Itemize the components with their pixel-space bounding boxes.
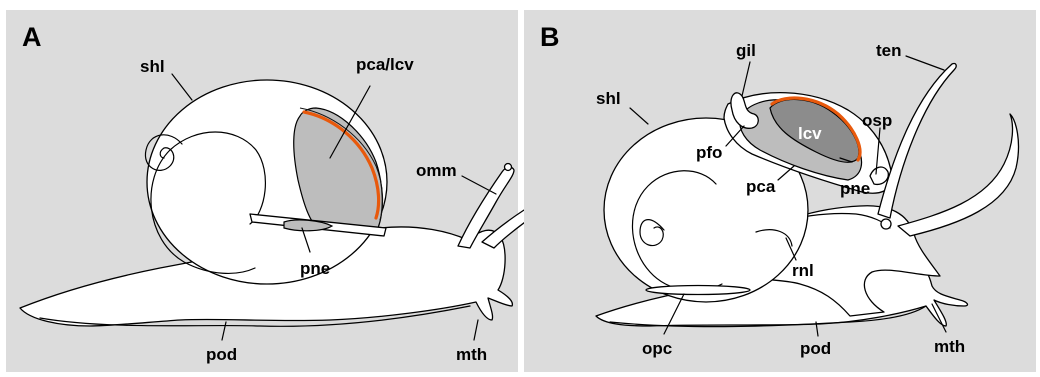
panel-b-label-shl: shl bbox=[596, 89, 621, 108]
panel-b-label-ten: ten bbox=[876, 41, 902, 60]
panel-b-label-mth: mth bbox=[934, 337, 965, 356]
panel-a-letter: A bbox=[22, 22, 42, 52]
panel-b-operculum bbox=[646, 286, 750, 295]
panel-a-eye bbox=[505, 164, 512, 171]
panel-a-label-mth: mth bbox=[456, 345, 487, 364]
panel-a: A shl pca/lcv omm pne pod mth bbox=[6, 10, 546, 372]
panel-b-eye bbox=[881, 219, 891, 229]
panel-b-label-pod: pod bbox=[800, 339, 831, 358]
panel-b-label-rnl: rnl bbox=[792, 261, 814, 280]
panel-b-label-pfo: pfo bbox=[696, 143, 722, 162]
panel-b-label-lcv: lcv bbox=[798, 124, 822, 143]
panel-b-label-gil: gil bbox=[736, 41, 756, 60]
panel-a-label-shl: shl bbox=[140, 57, 165, 76]
panel-b: B gil ten shl osp pfo lcv pca pne rnl op… bbox=[524, 10, 1036, 372]
panel-a-label-pne: pne bbox=[300, 259, 330, 278]
panel-b-label-pca: pca bbox=[746, 177, 776, 196]
panel-a-label-pod: pod bbox=[206, 345, 237, 364]
panel-b-letter: B bbox=[540, 22, 560, 52]
panel-b-label-opc: opc bbox=[642, 339, 672, 358]
panel-a-label-pca-lcv: pca/lcv bbox=[356, 55, 414, 74]
panel-b-label-pne: pne bbox=[840, 179, 870, 198]
panel-a-label-omm: omm bbox=[416, 161, 457, 180]
panel-b-label-osp: osp bbox=[862, 111, 892, 130]
